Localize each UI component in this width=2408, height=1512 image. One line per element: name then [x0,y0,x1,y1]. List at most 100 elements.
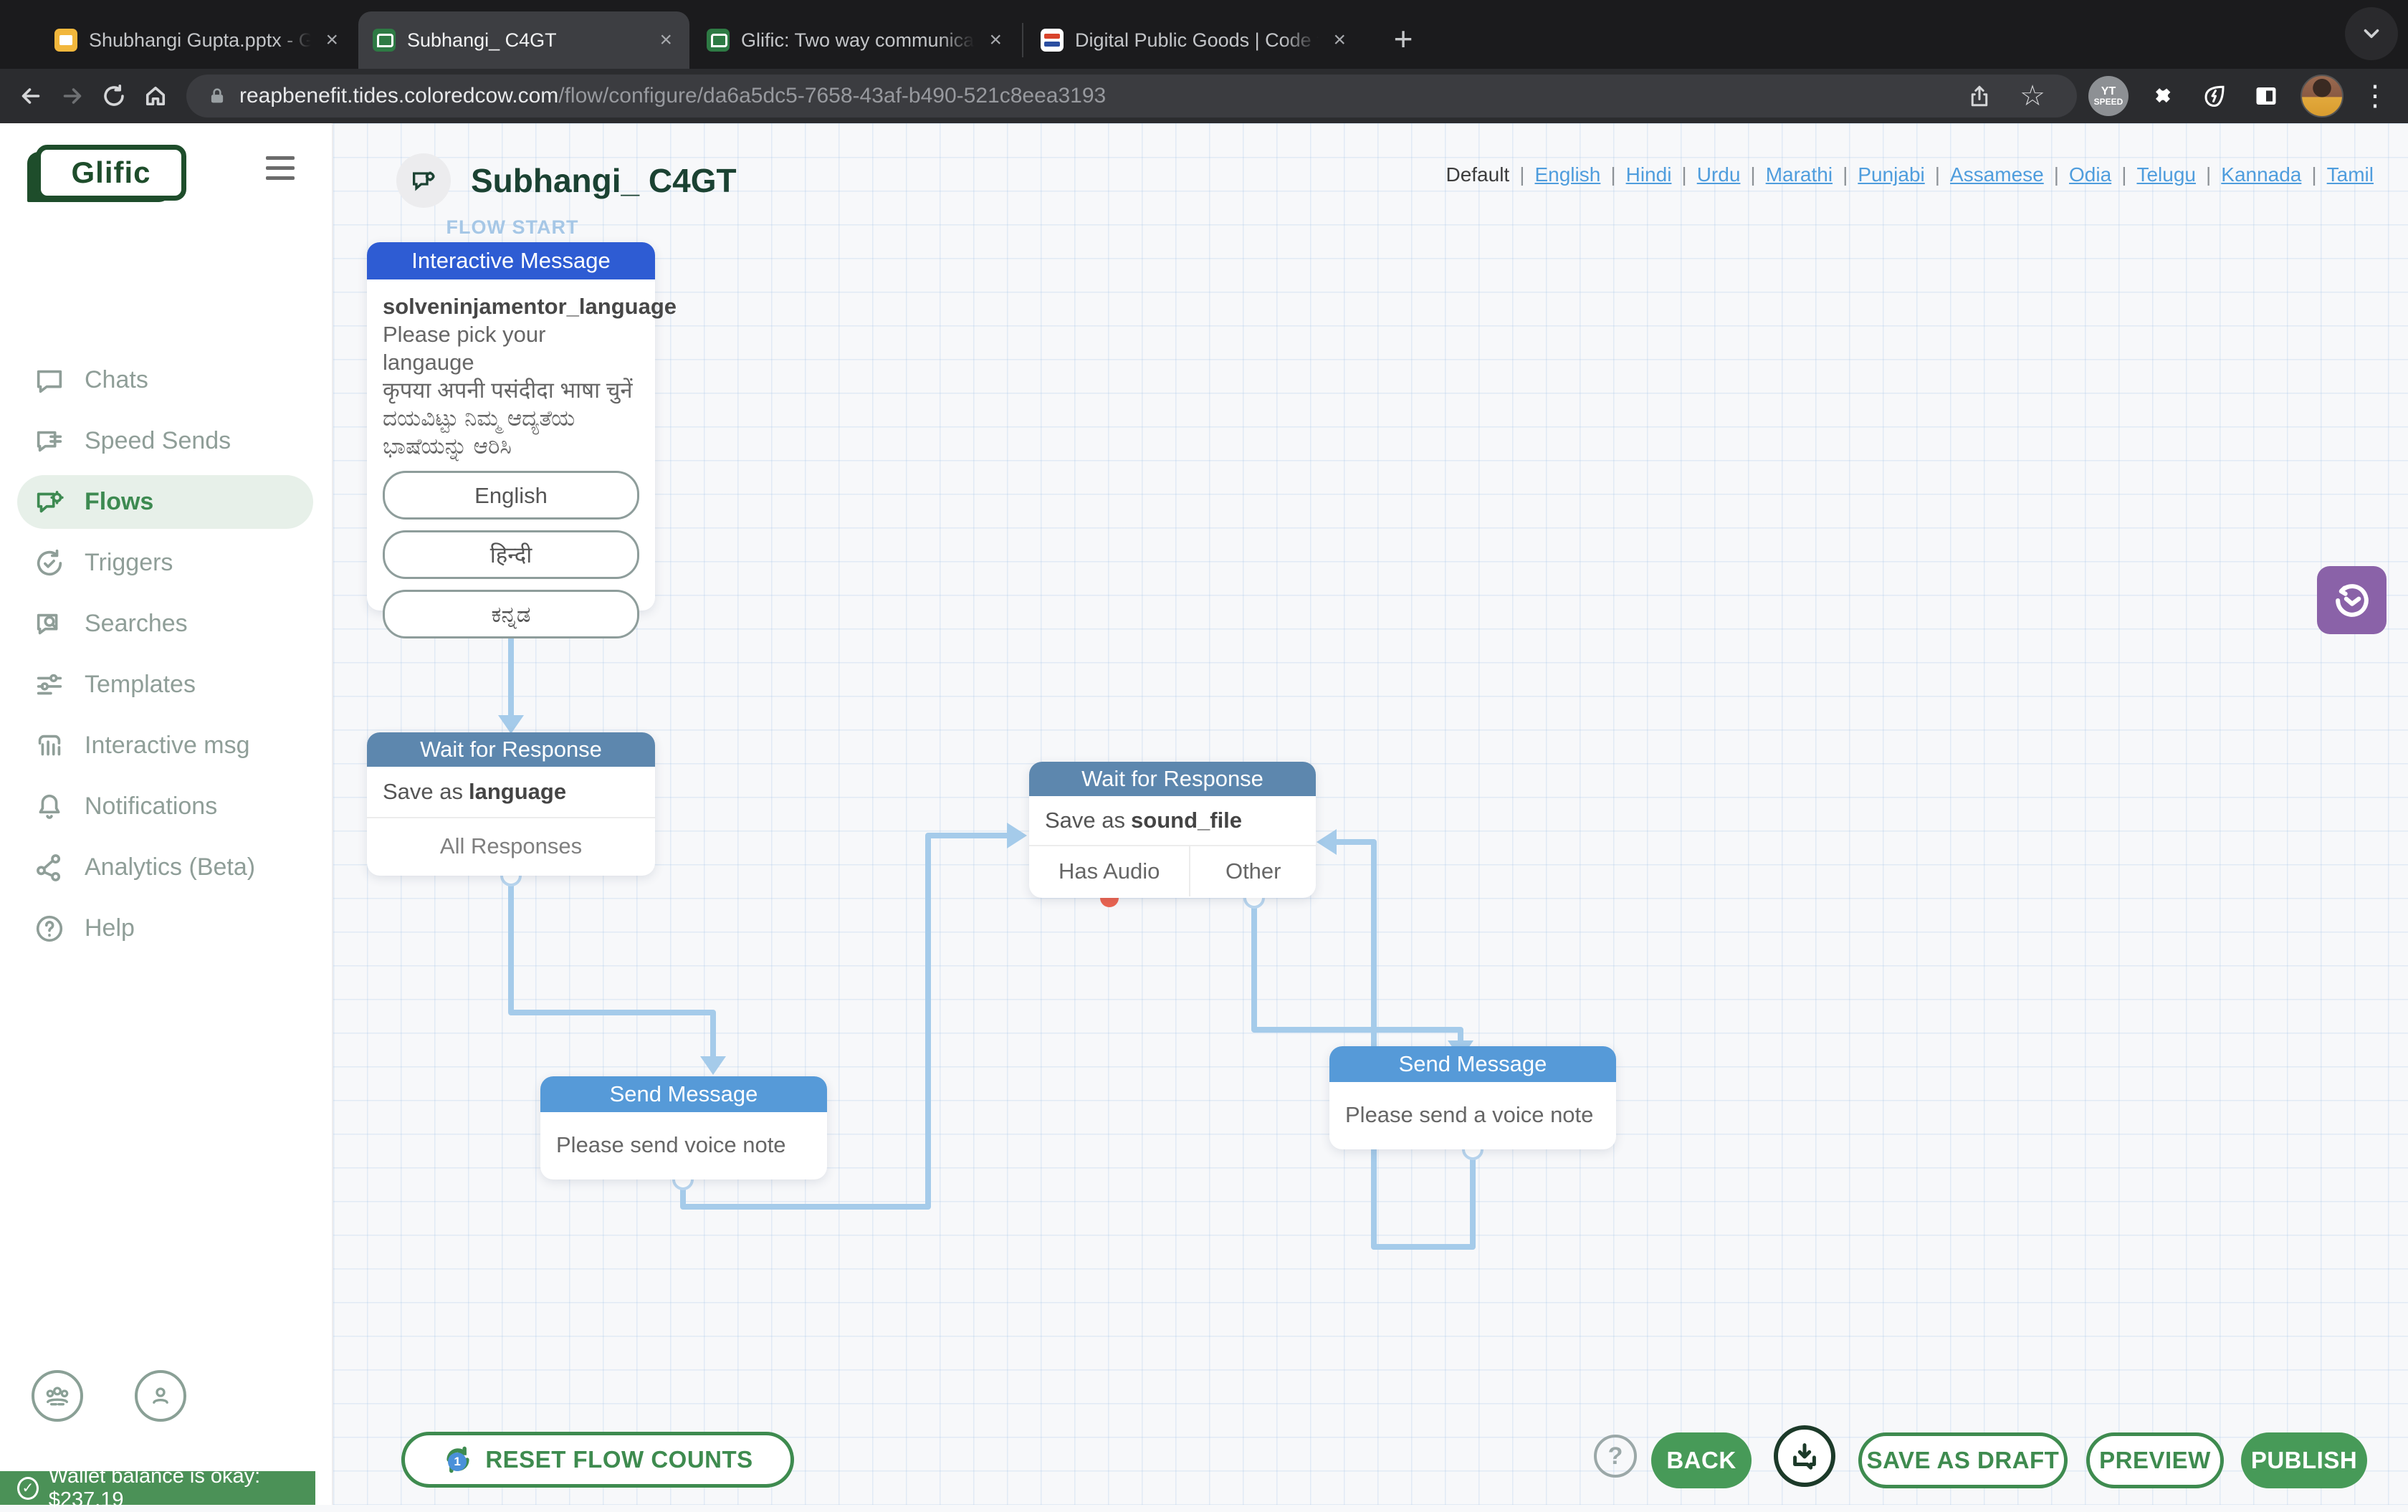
close-icon[interactable]: × [325,28,338,52]
reset-flow-counts-button[interactable]: 1 RESET FLOW COUNTS [401,1432,794,1488]
home-icon[interactable] [135,75,176,117]
searches-icon [37,613,58,634]
url-domain: reapbenefit.tides.coloredcow.com [239,84,559,107]
quick-reply-hindi[interactable]: हिन्दी [383,530,639,580]
forward-icon[interactable] [52,75,93,117]
sidebar-item-notifications[interactable]: Notifications [0,776,333,837]
glific-logo-text: Glific [36,145,186,201]
url-text: reapbenefit.tides.coloredcow.com/flow/co… [239,84,1106,108]
new-tab-button[interactable]: + [1393,20,1413,57]
tab-digital-public-goods[interactable]: Digital Public Goods | Code for × [1026,11,1363,69]
preview-button[interactable]: PREVIEW [2086,1432,2224,1488]
bookmark-star-icon[interactable]: ☆ [2020,80,2045,112]
sidebar-item-help[interactable]: Help [0,898,333,959]
sidebar-item-templates[interactable]: Templates [0,654,333,715]
interactive-msg-name: solveninjamentor_language [383,294,677,319]
language-link[interactable]: Kannada [2221,163,2302,186]
connector-send2-to-waitsound-right [1337,839,1476,1250]
sidebar-item-triggers[interactable]: Triggers [0,532,333,593]
sidebar-menu: Chats Speed Sends Flows Triggers Searche… [0,350,333,959]
yt-speed-extension-icon[interactable]: YT SPEED [2088,76,2128,116]
node-header[interactable]: Interactive Message [367,242,655,279]
connector-allresponses-to-send1 [508,876,716,1056]
node-header[interactable]: Send Message [540,1076,827,1112]
browser-menu-dots-icon[interactable]: ⋮ [2361,80,2389,112]
tab-glific-docs[interactable]: Glific: Two way communication × [692,11,1019,69]
language-link[interactable]: Assamese [1950,163,2044,186]
glific-logo[interactable]: Glific [27,145,186,202]
connector-send1-to-waitsound-left [680,833,1007,1210]
share-icon[interactable] [1962,79,1997,113]
close-icon[interactable]: × [1333,28,1346,52]
profile-avatar[interactable] [2300,75,2344,118]
account-icon[interactable] [135,1370,186,1422]
node-interactive-message[interactable]: Interactive Message solveninjamentor_lan… [367,242,677,639]
quick-reply-kannada[interactable]: ಕನ್ನಡ [383,590,639,639]
app-sidebar: Glific Chats Speed Sends Flows Triggers … [0,123,333,1505]
connector-other-to-send2 [1251,898,1463,1040]
wallet-balance-banner: ✓ Wallet balance is okay: $237.19 [0,1465,315,1511]
tab-google-slides[interactable]: Shubhangi Gupta.pptx - Googl × [40,11,355,69]
bell-icon [39,794,60,819]
language-link[interactable]: English [1534,163,1601,186]
node-header[interactable]: Wait for Response [367,732,655,767]
help-icon [36,915,63,942]
language-link[interactable]: Urdu [1696,163,1741,186]
quick-reply-english[interactable]: English [383,471,639,520]
sidebar-item-interactive-msg[interactable]: Interactive msg [0,715,333,776]
language-link[interactable]: Marathi [1765,163,1833,186]
exit-other[interactable]: Other [1225,858,1281,884]
import-flow-button[interactable] [1774,1425,1835,1487]
leaf-energy-extension-icon[interactable] [2197,79,2232,113]
side-panel-icon[interactable] [2249,79,2283,113]
analytics-icon [37,853,61,881]
language-link[interactable]: Hindi [1625,163,1672,186]
flows-icon [37,490,64,512]
revision-history-button[interactable] [2317,566,2386,634]
sidebar-item-analytics[interactable]: Analytics (Beta) [0,837,333,898]
exit-has-audio[interactable]: Has Audio [1029,846,1191,896]
hamburger-menu-icon[interactable] [266,156,295,186]
tab-subhangi-c4gt[interactable]: Subhangi_ C4GT × [358,11,689,69]
back-icon[interactable] [10,75,52,117]
help-circle-button[interactable]: ? [1594,1435,1637,1478]
language-link[interactable]: Tamil [2326,163,2374,186]
community-icon[interactable] [32,1370,83,1422]
node-header[interactable]: Wait for Response [1029,762,1316,796]
reload-icon[interactable] [93,75,135,117]
save-as-draft-button[interactable]: SAVE AS DRAFT [1858,1432,2068,1488]
node-send-message-1[interactable]: Send Message Please send voice note [540,1076,827,1180]
url-bar[interactable]: reapbenefit.tides.coloredcow.com/flow/co… [186,75,2077,118]
sidebar-item-chats[interactable]: Chats [0,350,333,411]
publish-button[interactable]: PUBLISH [2241,1432,2367,1488]
flow-start-label: FLOW START [446,216,579,238]
chat-icon [37,370,62,393]
flow-canvas[interactable]: Subhangi_ C4GT Default |English |Hindi |… [333,123,2408,1505]
sidebar-item-speed-sends[interactable]: Speed Sends [0,411,333,472]
arrowhead-down-icon [700,1056,726,1075]
send-message-text: Please send voice note [556,1132,786,1157]
close-icon[interactable]: × [659,28,672,52]
browser-toolbar: reapbenefit.tides.coloredcow.com/flow/co… [0,69,2408,123]
flow-title: Subhangi_ C4GT [471,162,737,199]
node-header[interactable]: Send Message [1329,1046,1616,1082]
node-send-message-2[interactable]: Send Message Please send a voice note [1329,1046,1616,1149]
tab-separator [1022,23,1023,57]
language-link[interactable]: Telugu [2136,163,2196,186]
sidebar-item-searches[interactable]: Searches [0,593,333,654]
sidebar-item-flows[interactable]: Flows [0,472,333,532]
extensions-puzzle-icon[interactable] [2146,79,2180,113]
all-responses-exit[interactable]: All Responses [439,833,583,858]
close-icon[interactable]: × [989,28,1002,52]
google-slides-icon [54,29,77,52]
language-link[interactable]: Odia [2069,163,2112,186]
back-button[interactable]: BACK [1651,1432,1752,1488]
language-link[interactable]: Punjabi [1858,163,1925,186]
tab-search-chevron-icon[interactable] [2345,7,2398,60]
arrowhead-down-icon [498,715,524,734]
flow-icon [396,153,451,208]
